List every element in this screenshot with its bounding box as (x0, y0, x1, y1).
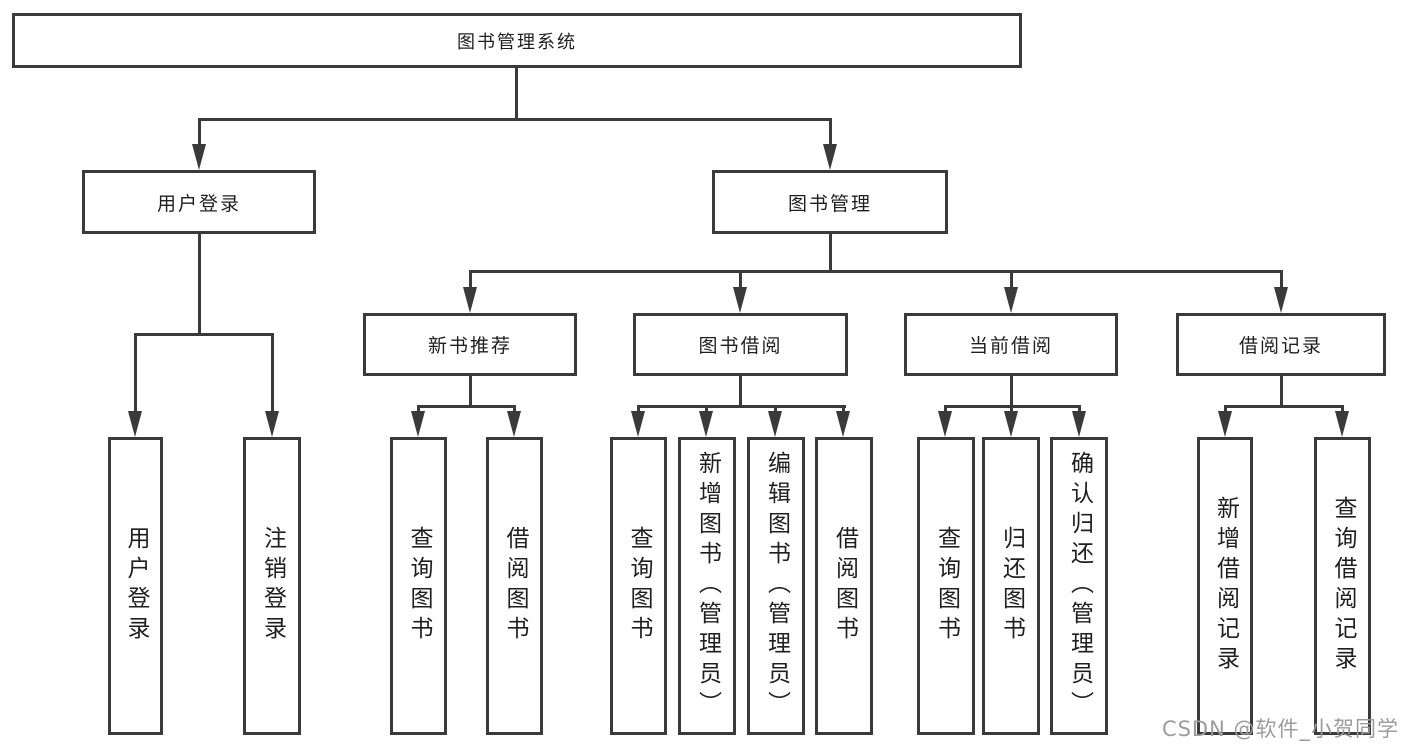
leaf-borrow-books-recommend: 借阅图书 (486, 437, 543, 735)
connector-line (829, 118, 832, 146)
leaf-label: 编辑图书（管理员） (763, 451, 790, 721)
connector-line (271, 333, 274, 413)
node-book-borrowing: 图书借阅 (633, 313, 848, 376)
leaf-add-borrow-record: 新增借阅记录 (1197, 437, 1253, 735)
connector-line (469, 376, 472, 407)
arrow-down-icon (1335, 411, 1349, 437)
connector-line (515, 68, 518, 120)
arrow-down-icon (1004, 287, 1018, 313)
connector-line (829, 234, 832, 272)
arrow-down-icon (1274, 287, 1288, 313)
leaf-label: 用户登录 (123, 526, 149, 646)
connector-line (1224, 405, 1227, 413)
connector-line (513, 405, 516, 413)
connector-line (198, 118, 201, 146)
leaf-label: 查询图书 (933, 526, 960, 646)
node-label: 借阅记录 (1238, 335, 1323, 357)
leaf-label: 归还图书 (998, 526, 1025, 646)
leaf-label: 查询图书 (406, 526, 432, 646)
leaf-label: 查询图书 (626, 526, 652, 646)
arrow-down-icon (128, 411, 142, 437)
connector-line (1341, 405, 1344, 413)
leaf-user-login: 用户登录 (108, 437, 163, 735)
connector-line (637, 405, 640, 413)
node-label: 图书借阅 (698, 335, 783, 357)
leaf-label: 借阅图书 (502, 526, 528, 646)
leaf-borrow-books: 借阅图书 (815, 437, 873, 735)
connector-line (1010, 376, 1013, 407)
arrow-down-icon (1218, 411, 1232, 437)
node-new-book-recommendation: 新书推荐 (363, 313, 577, 376)
connector-line (944, 405, 947, 413)
leaf-query-borrow-record: 查询借阅记录 (1314, 437, 1371, 735)
arrow-down-icon (265, 411, 279, 437)
node-library-management-system: 图书管理系统 (12, 13, 1022, 68)
connector-line (134, 333, 274, 336)
node-label: 当前借阅 (968, 335, 1053, 357)
leaf-label: 新增借阅记录 (1212, 496, 1239, 676)
node-borrowing-records: 借阅记录 (1176, 313, 1386, 376)
leaf-confirm-return-admin: 确认归还（管理员） (1050, 437, 1108, 735)
connector-line (842, 405, 845, 413)
leaf-logout: 注销登录 (243, 437, 301, 735)
connector-line (705, 405, 708, 413)
connector-line (469, 270, 1283, 273)
arrow-down-icon (1004, 411, 1018, 437)
arrow-down-icon (768, 411, 782, 437)
connector-line (1010, 270, 1013, 289)
arrow-down-icon (938, 411, 952, 437)
leaf-label: 注销登录 (259, 526, 286, 646)
arrow-down-icon (823, 144, 837, 170)
leaf-add-book-admin: 新增图书（管理员） (678, 437, 736, 735)
arrow-down-icon (699, 411, 713, 437)
arrow-down-icon (1072, 411, 1086, 437)
connector-line (1280, 376, 1283, 407)
connector-line (1010, 405, 1013, 413)
arrow-down-icon (631, 411, 645, 437)
arrow-down-icon (836, 411, 850, 437)
connector-line (417, 405, 420, 413)
connector-line (637, 405, 846, 408)
leaf-label: 借阅图书 (831, 526, 858, 646)
connector-line (739, 376, 742, 407)
connector-line (469, 270, 472, 289)
connector-line (134, 333, 137, 413)
connector-line (774, 405, 777, 413)
leaf-label: 查询借阅记录 (1330, 496, 1356, 676)
node-label: 新书推荐 (427, 335, 512, 357)
node-user-login: 用户登录 (82, 170, 316, 234)
leaf-edit-book-admin: 编辑图书（管理员） (747, 437, 805, 735)
csdn-watermark: CSDN @软件_小贺同学 (1161, 717, 1399, 741)
leaf-query-books-current: 查询图书 (917, 437, 975, 735)
connector-line (1280, 270, 1283, 289)
arrow-down-icon (463, 287, 477, 313)
arrow-down-icon (733, 287, 747, 313)
connector-line (417, 405, 516, 408)
node-label: 用户登录 (156, 192, 241, 215)
connector-line (1078, 405, 1081, 413)
arrow-down-icon (507, 411, 521, 437)
node-book-management: 图书管理 (712, 170, 948, 234)
leaf-label: 确认归还（管理员） (1066, 451, 1093, 721)
leaf-return-books: 归还图书 (982, 437, 1040, 735)
leaf-query-books-recommend: 查询图书 (390, 437, 447, 735)
leaf-query-books-borrowing: 查询图书 (610, 437, 667, 735)
connector-line (1224, 405, 1343, 408)
node-current-borrowing: 当前借阅 (904, 313, 1118, 376)
connector-line (198, 118, 832, 121)
arrow-down-icon (411, 411, 425, 437)
node-label: 图书管理系统 (457, 31, 577, 53)
arrow-down-icon (192, 144, 206, 170)
connector-line (198, 234, 201, 335)
leaf-label: 新增图书（管理员） (694, 451, 721, 721)
node-label: 图书管理 (787, 192, 872, 215)
connector-line (739, 270, 742, 289)
